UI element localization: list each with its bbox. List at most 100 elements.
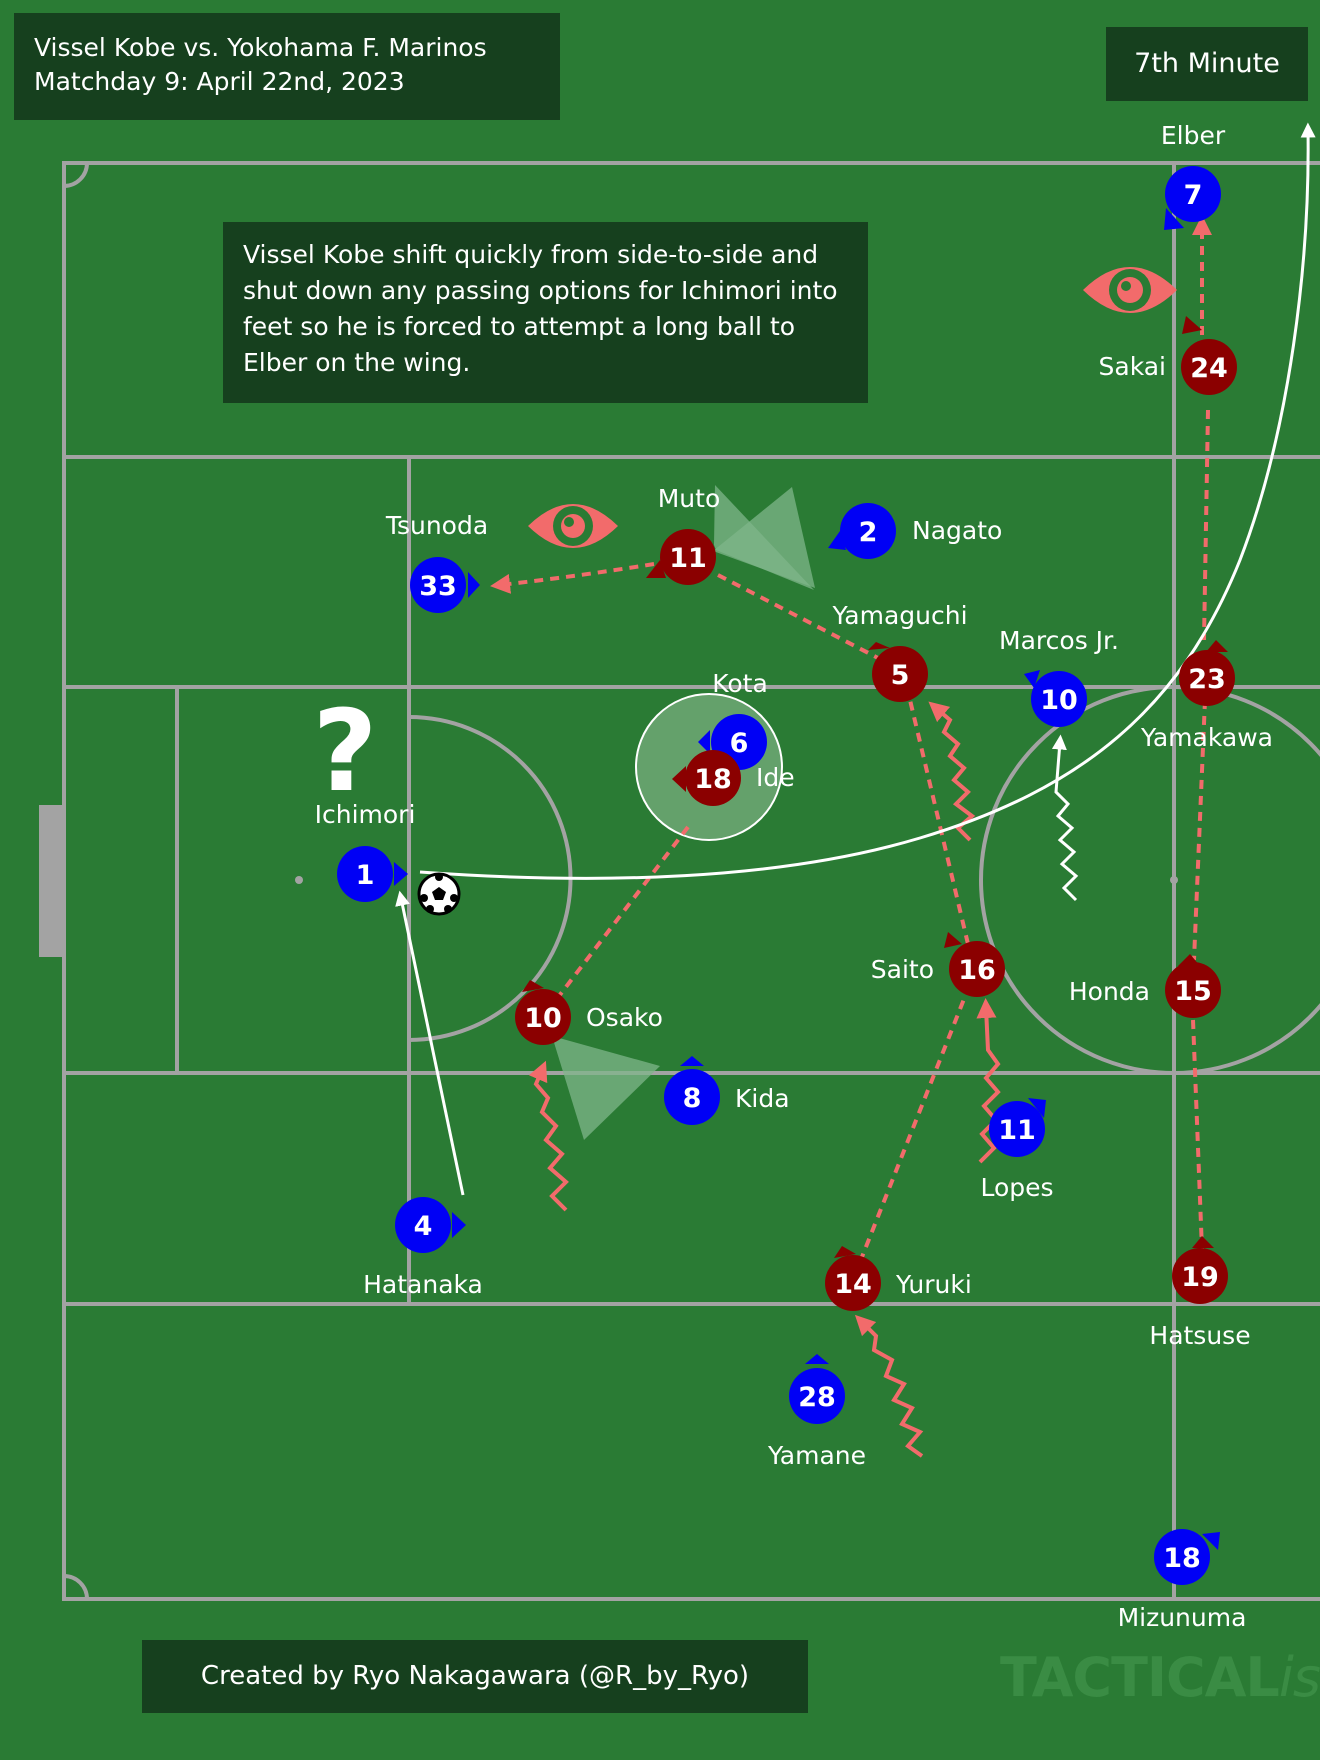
squiggle-runs: [528, 701, 1001, 1458]
squiggle-osako: [528, 1060, 569, 1212]
player-name: Yamakawa: [1140, 723, 1273, 752]
player-number: 33: [419, 571, 457, 602]
facing-marker: [1164, 208, 1184, 230]
player-ide[interactable]: 18 Ide: [672, 750, 795, 806]
player-nagato[interactable]: 2 Nagato: [828, 503, 1002, 559]
player-token: [1165, 166, 1221, 222]
player-number: 15: [1174, 976, 1212, 1007]
player-kida[interactable]: 8 Kida: [664, 1056, 790, 1125]
facing-marker: [805, 1354, 829, 1364]
player-hatanaka[interactable]: 4 Hatanaka: [363, 1197, 483, 1299]
player-name: Honda: [1069, 977, 1150, 1006]
facing-marker: [944, 932, 962, 948]
facing-marker: [698, 730, 710, 754]
player-muto[interactable]: 11 Muto: [646, 484, 720, 585]
facing-marker: [522, 980, 544, 992]
player-yamaguchi[interactable]: 5 Yamaguchi: [831, 601, 968, 702]
player-number: 4: [414, 1211, 433, 1242]
facing-marker: [646, 560, 666, 578]
player-name: Sakai: [1099, 352, 1167, 381]
player-honda[interactable]: 15 Honda: [1069, 954, 1221, 1018]
corner-arc: [63, 162, 89, 188]
player-token: [1172, 1248, 1228, 1304]
player-marcos-jr[interactable]: 10 Marcos Jr.: [999, 626, 1119, 727]
facing-marker: [680, 1056, 704, 1066]
player-name: Mizunuma: [1118, 1603, 1247, 1632]
player-name: Yamaguchi: [831, 601, 967, 630]
facing-marker: [1206, 640, 1228, 652]
player-token: [1154, 1529, 1210, 1585]
player-saito[interactable]: 16 Saito: [871, 932, 1005, 997]
player-elber[interactable]: 7 Elber: [1161, 121, 1226, 230]
player-name: Yuruki: [895, 1270, 972, 1299]
watermark-logo: TACTICALista: [1000, 1646, 1320, 1709]
player-token: [1031, 671, 1087, 727]
player-ichimori[interactable]: 1 Ichimori: [315, 800, 416, 902]
squiggle-yuruki: [854, 1314, 924, 1458]
player-token: [664, 1069, 720, 1125]
player-name: Ide: [756, 763, 795, 792]
player-name: Nagato: [912, 516, 1002, 545]
matchday-date: Matchday 9: April 22nd, 2023: [34, 67, 405, 96]
player-name: Yamane: [767, 1441, 866, 1470]
facing-marker: [394, 862, 408, 886]
player-number: 23: [1188, 664, 1226, 695]
player-name: Elber: [1161, 121, 1226, 150]
facing-marker: [868, 642, 890, 650]
player-number: 2: [859, 517, 878, 548]
player-name: Saito: [871, 955, 934, 984]
center-spot: [1170, 876, 1178, 884]
player-lopes[interactable]: 11 Lopes: [980, 1098, 1054, 1202]
football-icon: [417, 872, 461, 916]
player-number: 7: [1184, 180, 1203, 211]
press-run-honda: [1192, 699, 1207, 961]
player-name: Muto: [658, 484, 721, 513]
player-number: 8: [683, 1083, 702, 1114]
facing-marker: [452, 1212, 466, 1238]
player-number: 16: [958, 955, 996, 986]
facing-marker: [1192, 1236, 1214, 1248]
facing-marker: [672, 766, 686, 792]
player-name: Tsunoda: [385, 511, 488, 540]
player-token: [825, 1255, 881, 1311]
player-token: [685, 750, 741, 806]
watermark-suffix: ista: [1278, 1646, 1320, 1709]
squiggle-lopes: [976, 998, 1001, 1164]
player-number: 6: [730, 728, 749, 759]
player-number: 24: [1190, 353, 1228, 384]
player-token: [840, 503, 896, 559]
player-yamakawa[interactable]: 23 Yamakawa: [1140, 640, 1273, 752]
facing-marker: [468, 572, 480, 598]
player-token: [1181, 339, 1237, 395]
player-mizunuma[interactable]: 18 Mizunuma: [1118, 1529, 1247, 1632]
facing-marker: [834, 1246, 856, 1258]
player-number: 18: [694, 764, 732, 795]
pitch-markings: [62, 161, 1320, 1601]
player-hatsuse[interactable]: 19 Hatsuse: [1149, 1236, 1251, 1350]
player-tsunoda[interactable]: 33 Tsunoda: [385, 511, 488, 613]
press-run-yuruki: [858, 993, 968, 1263]
player-number: 10: [524, 1003, 562, 1034]
eye-icon: [1083, 267, 1177, 313]
facing-marker: [1024, 670, 1040, 688]
hatanaka-to-ichimori-arrow: [395, 890, 465, 1196]
player-osako[interactable]: 10 Osako: [515, 980, 663, 1045]
goal: [39, 805, 64, 957]
player-name: Ichimori: [315, 800, 416, 829]
pressing-runs: [490, 215, 1212, 1263]
penalty-spot: [295, 876, 303, 884]
minute-badge: 7th Minute: [1106, 27, 1308, 101]
tactical-note: Vissel Kobe shift quickly from side-to-s…: [223, 222, 868, 403]
player-name: Hatanaka: [363, 1270, 483, 1299]
press-run-yamaguchi: [717, 573, 879, 660]
corner-arc: [63, 1574, 89, 1600]
player-token: [789, 1368, 845, 1424]
player-token: [1179, 650, 1235, 706]
player-yuruki[interactable]: 14 Yuruki: [825, 1246, 972, 1311]
player-sakai[interactable]: 24 Sakai: [1099, 316, 1238, 395]
match-title: Vissel Kobe vs. Yokohama F. Marinos: [34, 33, 487, 62]
player-number: 1: [356, 860, 375, 891]
player-number: 11: [669, 543, 707, 574]
player-yamane[interactable]: 28 Yamane: [767, 1354, 866, 1470]
